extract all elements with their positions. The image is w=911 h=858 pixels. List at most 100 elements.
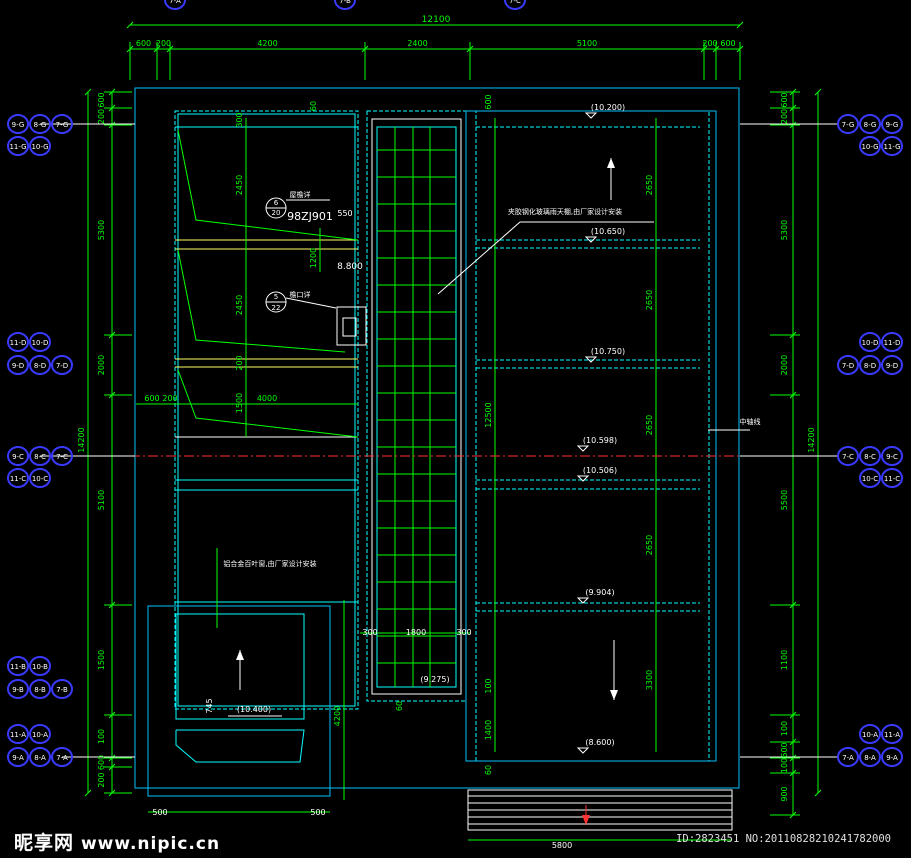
leader-canopy	[437, 221, 521, 295]
axis-tag-circle	[29, 355, 51, 375]
axis-tag: 8-G	[29, 114, 51, 134]
dim-100-r: 100	[484, 678, 493, 693]
dim-60-mid: 60	[395, 701, 404, 711]
dim-right-2: 5300	[780, 220, 789, 240]
axis-tag-label: 7-B	[339, 0, 351, 5]
axis-tag-label: 9-D	[886, 362, 898, 370]
axis-tag: 11-B	[7, 656, 29, 676]
axis-tag-circle	[7, 114, 29, 134]
axis-tag-label: 9-G	[886, 121, 899, 129]
elev-marker-4	[576, 475, 590, 482]
axis-tag-label: 11-A	[884, 731, 900, 739]
axis-tag-circle	[7, 656, 29, 676]
watermark-logo: 昵享网 www.nipic.cn	[14, 828, 220, 855]
elev-1: (10.650)	[591, 227, 625, 236]
dim-5800: 5800	[552, 841, 572, 850]
axis-tag-label: 10-G	[861, 143, 878, 151]
dim-left-2: 5300	[97, 220, 106, 240]
dim-1200: 1200	[309, 248, 318, 268]
axis-tag-circle	[164, 0, 186, 10]
elev-4: (10.506)	[583, 466, 617, 475]
axis-tag-label: 7-D	[56, 362, 68, 370]
elev-5: (9.904)	[585, 588, 614, 597]
dim-top-3: 2400	[407, 39, 427, 48]
axis-tag: 11-A	[881, 724, 903, 744]
dim-mr-1: 200	[162, 394, 177, 403]
axis-tag-label: 7-A	[56, 754, 68, 762]
detail2-top: 5	[274, 293, 278, 301]
axis-tag-circle	[29, 656, 51, 676]
axis-tag-label: 8-G	[34, 121, 47, 129]
axis-tag: 8-D	[859, 355, 881, 375]
axis-tag-label: 8-D	[34, 362, 46, 370]
axis-tag: 9-D	[7, 355, 29, 375]
dim-right-9: 900	[780, 786, 789, 801]
image-id: ID:2823451 NO:20110828210241782000	[676, 833, 891, 845]
axis-tag-circle	[837, 114, 859, 134]
dim-right-6: 100	[780, 721, 789, 736]
axis-tag-circle	[859, 747, 881, 767]
axis-tag-label: 8-A	[34, 754, 46, 762]
stair-frame	[371, 118, 462, 695]
axis-tag: 10-G	[859, 136, 881, 156]
slope-3	[177, 369, 359, 438]
dim-tick	[814, 789, 822, 797]
axis-tag: 9-G	[7, 114, 29, 134]
axis-tag: 10-A	[859, 724, 881, 744]
axis-tag: 8-C	[859, 446, 881, 466]
axis-tag-label: 8-A	[864, 754, 876, 762]
axis-tag: 11-G	[881, 136, 903, 156]
detail-leader-2	[285, 297, 337, 309]
elev-marker-2	[584, 356, 598, 363]
axis-tag-label: 8-C	[864, 453, 876, 461]
axis-tag-circle	[837, 355, 859, 375]
axis-tag-circle	[859, 332, 881, 352]
dim-ri-3: 2650	[645, 535, 654, 555]
axis-tag-circle	[7, 355, 29, 375]
axis-tag: 8-A	[859, 747, 881, 767]
axis-tag-circle	[334, 0, 356, 10]
axis-tag-circle	[881, 446, 903, 466]
axis-tag-label: 8-B	[34, 686, 46, 694]
axis-tag-label: 7-B	[56, 686, 68, 694]
dim-right-4: 5500	[780, 490, 789, 510]
axis-tag-circle	[504, 0, 526, 10]
elev-marker-3	[576, 445, 590, 452]
axis-tag-label: 8-D	[864, 362, 876, 370]
detail1-top: 6	[274, 199, 279, 207]
axis-tag-label: 11-G	[9, 143, 26, 151]
axis-tag-label: 8-G	[864, 121, 877, 129]
dim-sr-2: 300	[456, 628, 471, 637]
label-ladder2: 檐口详	[290, 290, 311, 299]
axis-tag-circle	[837, 446, 859, 466]
axis-tag: 10-G	[29, 136, 51, 156]
dim-right-1: 200	[780, 109, 789, 124]
label-axis-line: 中轴线	[740, 417, 761, 426]
drain-box	[336, 306, 367, 346]
dim-tick	[126, 21, 134, 29]
label-ladder1: 屋檐详	[290, 190, 311, 199]
slope-2	[177, 249, 346, 353]
axis-tag: 9-A	[881, 747, 903, 767]
axis-tag: 10-C	[29, 468, 51, 488]
dim-right-5: 1100	[780, 650, 789, 670]
axis-tag-label: 9-C	[12, 453, 24, 461]
nipic-logo: 昵享网	[14, 832, 75, 854]
axis-tag: 10-D	[859, 332, 881, 352]
axis-tag: 7-B	[334, 0, 356, 10]
axis-tag-circle	[7, 446, 29, 466]
dim-745: 745	[205, 698, 214, 713]
axis-tag-circle	[29, 679, 51, 699]
dim-sr-0: 300	[362, 628, 377, 637]
dim-top-4: 5100	[577, 39, 597, 48]
dim-550: 550	[337, 209, 352, 218]
axis-tag-circle	[859, 446, 881, 466]
dim-total-width: 12100	[422, 15, 451, 25]
axis-tag-circle	[51, 446, 73, 466]
axis-tag-label: 7-C	[56, 453, 68, 461]
elev-3: (10.598)	[583, 436, 617, 445]
axis-tag-circle	[881, 332, 903, 352]
